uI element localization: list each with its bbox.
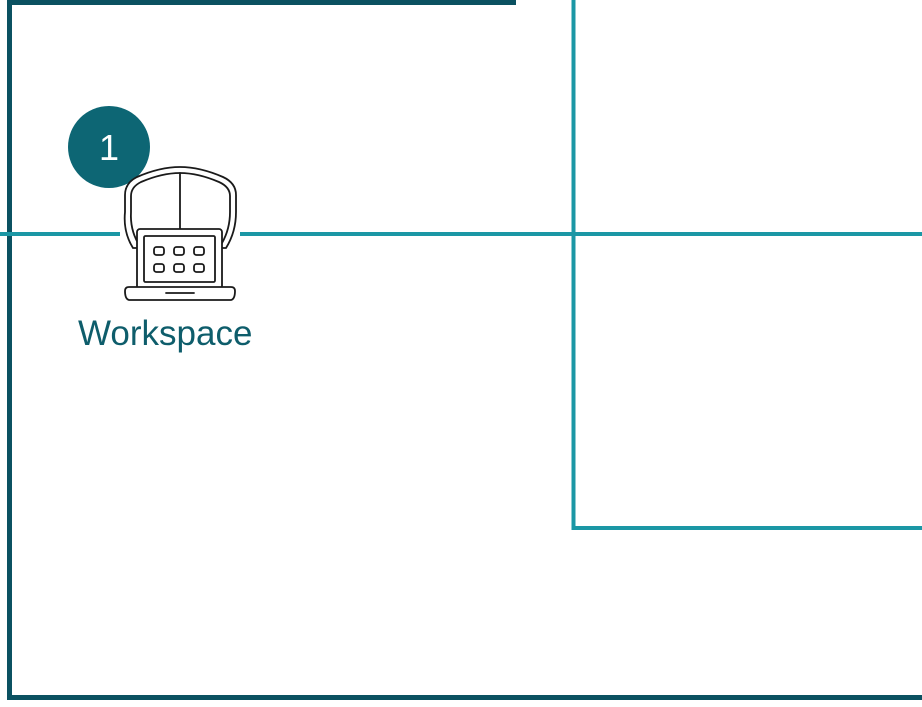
outer-boundary <box>7 0 922 700</box>
step-badge-circle <box>68 106 150 188</box>
step-badge-number: 1 <box>99 127 119 168</box>
shield-laptop-icon <box>123 166 237 301</box>
step-badge: 1 <box>68 106 150 188</box>
workspace-label: Workspace <box>78 314 253 353</box>
